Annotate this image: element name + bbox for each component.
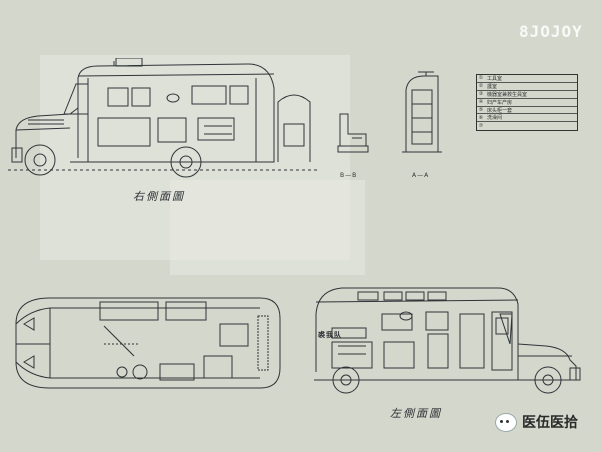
legend-table: ① 工具室 ② 護室 ③ 機器室兼救生員室 ④ 妇产车产房 ⑤ 床头柜一套 ⑥ … <box>476 74 578 131</box>
legend-number: ⑤ <box>478 107 484 113</box>
legend-text: 機器室兼救生員室 <box>487 91 528 98</box>
legend-number: ① <box>478 75 484 82</box>
plan-view-drawing <box>15 297 281 389</box>
legend-number: ③ <box>478 91 484 98</box>
legend-number: ④ <box>478 99 484 106</box>
paper-panel-shade <box>40 55 350 260</box>
watermark-top: 8JOJOY <box>519 22 583 41</box>
section-b-label: B—B <box>340 172 358 179</box>
paper-panel-shade <box>170 180 365 275</box>
legend-text: 護室 <box>487 83 498 90</box>
legend-number: ⑥ <box>478 114 484 121</box>
legend-text: 工具室 <box>487 75 503 82</box>
left-side-elevation-drawing <box>314 287 581 394</box>
legend-row: ① 工具室 <box>477 75 577 83</box>
left-side-caption: 左側面圖 <box>390 407 442 420</box>
legend-row: ④ 妇产车产房 <box>477 99 577 107</box>
right-side-elevation-drawing <box>8 58 318 178</box>
legend-number: ⑦ <box>478 123 484 130</box>
legend-row: ② 護室 <box>477 83 577 91</box>
legend-text: 床头柜一套 <box>487 107 513 114</box>
section-a-label: A—A <box>412 172 430 179</box>
legend-row: ⑤ 床头柜一套 <box>477 107 577 115</box>
section-a-drawing <box>402 71 442 153</box>
watermark-bottom-text: 医伍医拾 <box>522 415 578 431</box>
legend-row: ⑦ <box>477 122 577 130</box>
legend-text: 洗澡间 <box>487 115 503 122</box>
section-b-drawing <box>337 113 369 153</box>
legend-row: ⑥ 洗澡间 <box>477 114 577 123</box>
legend-text: 妇产车产房 <box>487 99 513 106</box>
vehicle-door-label: 裘我队 <box>318 331 342 339</box>
right-side-caption: 右側面圖 <box>133 190 185 203</box>
legend-number: ② <box>478 83 484 90</box>
legend-row: ③ 機器室兼救生員室 <box>477 91 577 99</box>
watermark-bottom: 医伍医拾 <box>495 412 578 432</box>
wechat-logo-icon <box>495 412 517 432</box>
